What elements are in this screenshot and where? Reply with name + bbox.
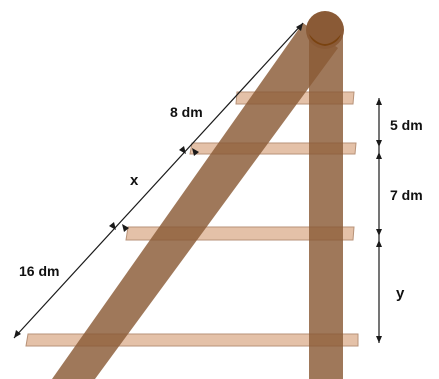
arrowhead-7dm-bottom [376, 229, 382, 236]
arrowhead-a-down [179, 146, 186, 154]
arrowhead-5dm-bottom [376, 140, 382, 147]
label-5dm: 5 dm [390, 117, 423, 133]
rung-bottom [25, 333, 359, 347]
arrowhead-bottom-end [14, 330, 21, 338]
arrowhead-a-up [192, 148, 199, 156]
arrowhead-y-bottom [376, 336, 382, 343]
arrowhead-y-top [376, 240, 382, 247]
label-16dm: 16 dm [19, 263, 59, 279]
arrowhead-b-down [109, 222, 116, 230]
arrowhead-top-end [296, 23, 303, 31]
label-8dm: 8 dm [170, 104, 203, 120]
vertical-pole [309, 28, 343, 379]
label-7dm: 7 dm [390, 187, 423, 203]
slant-arrowheads [14, 23, 303, 338]
arrowhead-5dm-top [376, 98, 382, 105]
label-y: y [396, 285, 405, 302]
arrowhead-b-up [122, 224, 129, 232]
slanted-pole [52, 23, 338, 379]
slant-measure [13, 22, 304, 339]
vertical-arrowheads [376, 98, 382, 343]
apex-knob [306, 11, 344, 49]
label-x: x [130, 172, 139, 189]
arrowhead-7dm-top [376, 152, 382, 159]
